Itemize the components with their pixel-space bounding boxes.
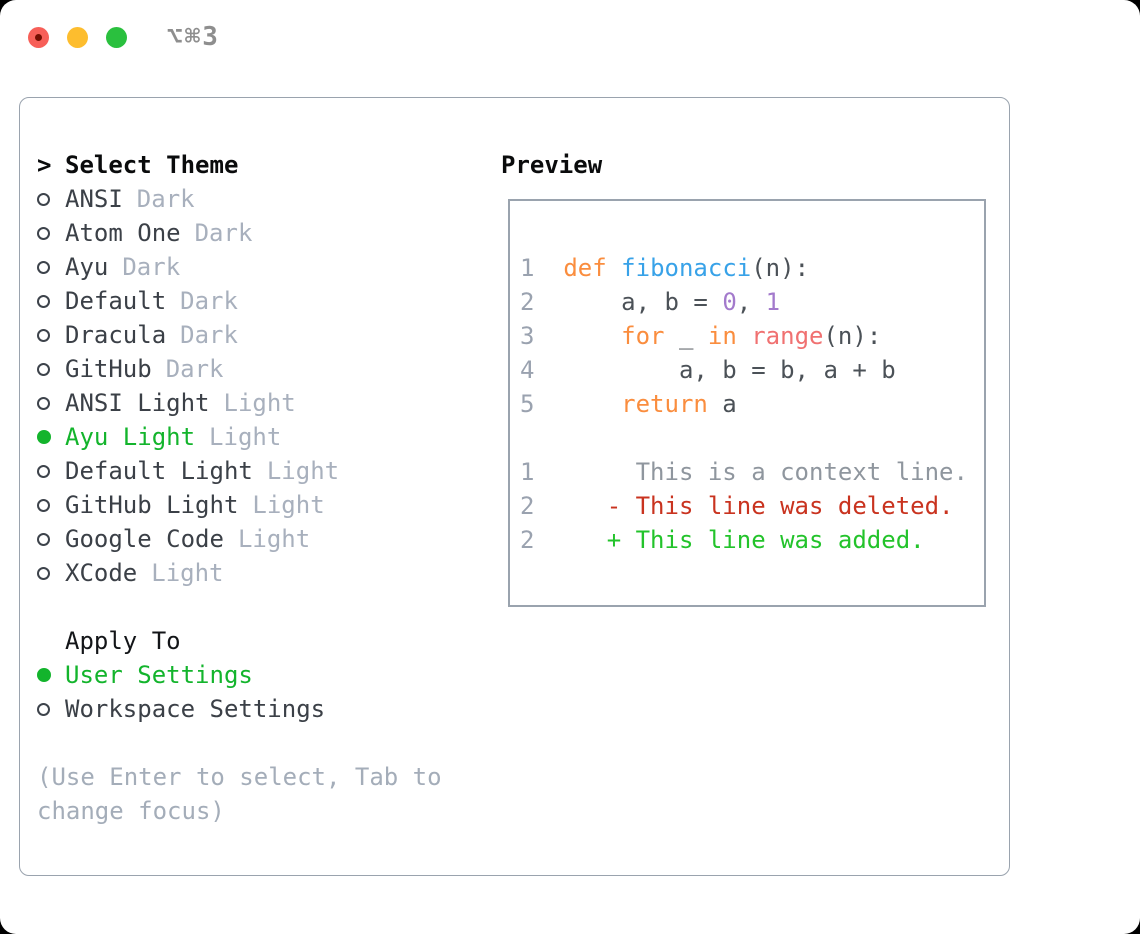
theme-variant-tag: Light	[237, 525, 311, 553]
apply-to-header: Apply To	[37, 624, 482, 658]
minimize-button[interactable]	[67, 26, 88, 48]
theme-name: Atom One	[65, 219, 181, 247]
theme-variant-tag: Light	[266, 457, 340, 485]
radio-selected-icon	[37, 430, 65, 444]
title-bar: ⌥⌘3	[28, 22, 220, 52]
preview-line: 2 - This line was deleted.	[520, 492, 954, 520]
preview-line: 2 a, b = 0, 1	[520, 288, 781, 316]
theme-name: Ayu	[65, 253, 109, 281]
theme-option-ayu[interactable]: Ayu Dark	[37, 250, 482, 284]
preview-line: 1 def fibonacci(n):	[520, 254, 810, 282]
preview-column: Preview 1 def fibonacci(n): 2 a, b = 0, 1…	[501, 148, 986, 607]
theme-name: Google Code	[65, 525, 224, 553]
radio-icon	[37, 464, 65, 478]
prompt-caret-icon: >	[37, 151, 52, 179]
preview-line: 2 + This line was added.	[520, 526, 925, 554]
theme-option-github-light[interactable]: GitHub Light Light	[37, 488, 482, 522]
apply-to-title: Apply To	[65, 627, 181, 655]
preview-line: 5 return a	[520, 390, 737, 418]
radio-icon	[37, 362, 65, 376]
radio-icon	[37, 532, 65, 546]
apply-option-label: Workspace Settings	[65, 695, 326, 723]
radio-icon	[37, 192, 65, 206]
theme-option-github[interactable]: GitHub Dark	[37, 352, 482, 386]
spacer	[37, 726, 482, 760]
theme-option-xcode[interactable]: XCode Light	[37, 556, 482, 590]
preview-header: Preview	[501, 148, 986, 182]
theme-option-dracula[interactable]: Dracula Dark	[37, 318, 482, 352]
select-theme-title: Select Theme	[65, 151, 239, 179]
radio-selected-icon	[37, 668, 65, 682]
theme-name: Ayu Light	[65, 423, 196, 451]
apply-option-workspace-settings[interactable]: Workspace Settings	[37, 692, 482, 726]
radio-icon	[37, 328, 65, 342]
preview-line: 1 This is a context line.	[520, 458, 968, 486]
theme-name: Dracula	[65, 321, 167, 349]
preview-line: 4 a, b = b, a + b	[520, 356, 896, 384]
zoom-button[interactable]	[106, 26, 127, 48]
preview-line	[520, 421, 984, 455]
spacer	[37, 590, 482, 624]
window-title: ⌥⌘3	[167, 22, 220, 52]
theme-option-ayu-light[interactable]: Ayu Light Light	[37, 420, 482, 454]
select-theme-header: > Select Theme	[37, 148, 482, 182]
theme-variant-tag: Light	[209, 423, 282, 451]
theme-name: GitHub Light	[65, 491, 239, 519]
theme-variant-tag: Dark	[180, 321, 238, 349]
theme-variant-tag: Light	[151, 559, 224, 587]
theme-name: GitHub	[65, 355, 152, 383]
radio-icon	[37, 498, 65, 512]
close-button[interactable]	[28, 26, 49, 48]
theme-variant-tag: Light	[223, 389, 296, 417]
theme-variant-tag: Dark	[194, 219, 253, 247]
theme-name: Default Light	[65, 457, 253, 485]
theme-variant-tag: Light	[252, 491, 325, 519]
radio-icon	[37, 396, 65, 410]
radio-icon	[37, 226, 65, 240]
apply-option-user-settings[interactable]: User Settings	[37, 658, 482, 692]
preview-box: 1 def fibonacci(n): 2 a, b = 0, 1 3 for _ …	[508, 199, 986, 607]
theme-name: ANSI Light	[65, 389, 210, 417]
theme-variant-tag: Dark	[136, 185, 195, 213]
theme-option-default[interactable]: Default Dark	[37, 284, 482, 318]
preview-line: 3 for _ in range(n):	[520, 322, 882, 350]
radio-icon	[37, 294, 65, 308]
theme-name: Default	[65, 287, 167, 315]
apply-option-label: User Settings	[65, 661, 253, 689]
theme-variant-tag: Dark	[180, 287, 238, 315]
radio-icon	[37, 260, 65, 274]
modified-dot-icon	[35, 33, 42, 41]
radio-icon	[37, 702, 65, 716]
theme-option-google-code[interactable]: Google Code Light	[37, 522, 482, 556]
theme-option-ansi[interactable]: ANSI Dark	[37, 182, 482, 216]
theme-variant-tag: Dark	[122, 253, 181, 281]
theme-name: XCode	[65, 559, 138, 587]
preview-title: Preview	[501, 151, 603, 179]
theme-option-ansi-light[interactable]: ANSI Light Light	[37, 386, 482, 420]
radio-icon	[37, 566, 65, 580]
hint-text: (Use Enter to select, Tab to change focu…	[37, 763, 442, 825]
theme-option-atom-one[interactable]: Atom One Dark	[37, 216, 482, 250]
theme-name: ANSI	[65, 185, 123, 213]
theme-option-default-light[interactable]: Default Light Light	[37, 454, 482, 488]
theme-variant-tag: Dark	[165, 355, 224, 383]
